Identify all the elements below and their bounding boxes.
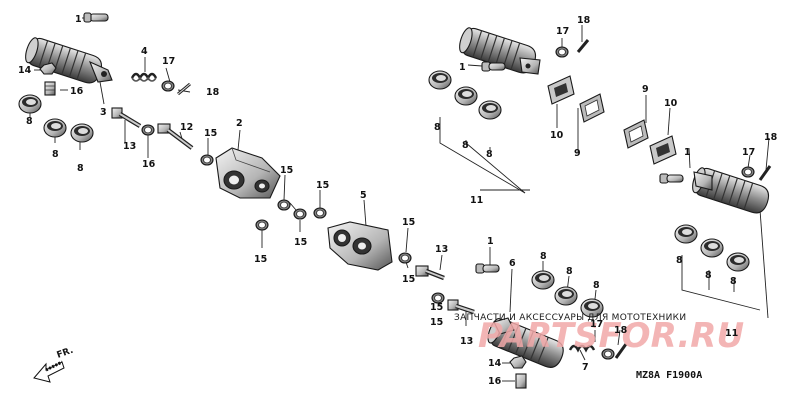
pin-bolt-1c [481,61,506,72]
callout-6: 6 [509,258,516,269]
callout-8: 8 [593,280,600,291]
callout-8: 8 [676,255,683,266]
nut-14a [39,62,57,75]
callout-12: 12 [180,122,193,133]
callout-8: 8 [434,122,441,133]
callout-15: 15 [430,317,443,328]
washer-15f [398,252,412,264]
washer-15a [200,154,214,166]
callout-17: 17 [590,319,603,330]
callout-8: 8 [486,149,493,160]
callout-8: 8 [52,149,59,160]
callout-16: 16 [70,86,84,97]
bushings-8-upper-center [428,70,502,120]
watermark-logo: PARTSFOR.RU [478,316,744,356]
callout-8: 8 [26,116,33,127]
footpeg-right [689,164,773,217]
callout-15: 15 [204,128,217,139]
callout-11: 11 [725,328,738,339]
washer-16b [141,124,155,136]
callout-9: 9 [642,84,649,95]
bushings-8-lower-center [531,270,604,318]
bolt-16c [515,373,527,389]
spring-7 [568,344,596,353]
cotter-pin-18b [576,39,590,53]
watermark: PARTSFOR.RU ЗАПЧАСТИ И АКСЕССУАРЫ ДЛЯ МО… [454,313,744,356]
footpeg-lower-center [484,315,568,372]
callout-1: 1 [487,236,494,247]
washer-17b [555,46,569,58]
callout-13: 13 [460,336,473,347]
bolt-16a [44,81,56,96]
callout-8: 8 [566,266,573,277]
callout-15: 15 [280,165,293,176]
pin-bolt-1b [475,263,500,274]
callout-labels: 1 14 16 3 4 17 18 8 8 8 13 16 12 15 2 15… [18,14,778,387]
callout-18: 18 [614,325,628,336]
callout-14: 14 [18,65,32,76]
callout-8: 8 [730,276,737,287]
callout-18: 18 [764,132,778,143]
bolt-13b [415,265,445,281]
cotter-pin-18d [614,343,628,359]
callout-13: 13 [435,244,448,255]
callout-15: 15 [402,217,415,228]
callout-15: 15 [294,237,307,248]
callout-15: 15 [402,274,415,285]
callout-8: 8 [462,140,469,151]
callout-10: 10 [550,130,564,141]
callout-7: 7 [582,362,589,373]
front-direction-arrow [33,360,65,383]
callout-2: 2 [236,118,243,129]
callout-15: 15 [430,302,443,313]
callout-16: 16 [142,159,156,170]
callout-18: 18 [206,87,220,98]
washer-17c [741,166,755,178]
diagram-code: MZ8A F1900A [636,370,702,381]
callout-5: 5 [360,190,367,201]
bracket-2 [215,147,281,199]
callout-17: 17 [742,147,755,158]
callout-16: 16 [488,376,502,387]
watermark-text: ЗАПЧАСТИ И АКСЕССУАРЫ ДЛЯ МОТОТЕХНИКИ [454,313,686,323]
callout-10: 10 [664,98,678,109]
callout-17: 17 [556,26,569,37]
callout-8: 8 [705,270,712,281]
callout-8: 8 [540,251,547,262]
spring-4 [130,72,158,82]
washer-17a [161,80,175,92]
callout-13: 13 [123,141,136,152]
bolt-13a [111,107,142,128]
callout-9: 9 [574,148,581,159]
nut-14b [509,355,527,369]
callout-15: 15 [316,180,329,191]
callout-11: 11 [470,195,483,206]
bracket-5 [327,221,393,271]
pin-bolt-1d [659,173,684,184]
callout-1: 1 [459,62,466,73]
callout-3: 3 [100,107,107,118]
front-direction-label: FR. [56,346,75,361]
callout-1: 1 [75,14,82,25]
cotter-pin-18a [177,82,191,96]
footpeg-upper-left [22,34,113,87]
callout-18: 18 [577,15,591,26]
pin-bolt-1a [83,12,109,23]
callout-1: 1 [684,147,691,158]
bolt-12 [157,123,194,150]
damper-plates-10-9-center [547,75,605,123]
callout-4: 4 [141,46,148,57]
callout-14: 14 [488,358,502,369]
footpeg-upper-center [456,24,541,77]
cotter-pin-18c [758,165,772,181]
callout-17: 17 [162,56,175,67]
callout-15: 15 [254,254,267,265]
bolt-13c [447,299,475,315]
damper-plates-9-10-right [623,119,677,165]
bushings-8-right [674,224,750,272]
callout-8: 8 [77,163,84,174]
